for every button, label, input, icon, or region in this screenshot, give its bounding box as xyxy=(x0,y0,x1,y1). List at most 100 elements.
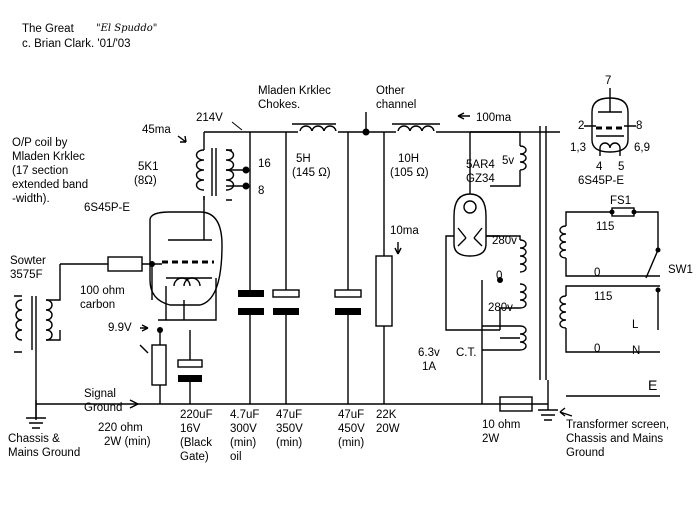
cap-47-350-plate2 xyxy=(273,308,299,315)
title-credit: c. Brian Clark. '01/'03 xyxy=(22,38,131,50)
v280b-label: 280v xyxy=(488,302,513,314)
chassis-ground-2: Mains Ground xyxy=(8,447,80,459)
signal-ground-1: Signal xyxy=(84,388,116,400)
heater-5v-wires xyxy=(470,131,521,187)
svg-text:20W: 20W xyxy=(376,423,400,435)
output-transformer xyxy=(195,132,250,201)
op-coil-note: O/P coil by Mladen Krklec (17 section ex… xyxy=(12,137,88,205)
pinout-tube xyxy=(584,88,636,156)
cathode-res-1: 220 ohm xyxy=(98,422,143,434)
cap-47-450-plate2 xyxy=(335,308,361,315)
cathode-v-label: 9.9V xyxy=(108,322,132,334)
zero-sec-label: 0 xyxy=(496,270,502,282)
cathode-resistor-arrow xyxy=(139,344,149,354)
ct-node xyxy=(497,277,503,283)
svg-text:(min): (min) xyxy=(338,437,364,449)
v280a-label: 280v xyxy=(492,235,517,247)
res-10-ohm xyxy=(499,396,533,412)
heater-6v3-winding xyxy=(519,325,527,351)
cathode-cap-plate2 xyxy=(178,375,202,382)
cathode-wire xyxy=(158,278,217,321)
svg-text:47uF: 47uF xyxy=(338,409,364,421)
svg-text:oil: oil xyxy=(230,451,242,463)
heater-leads xyxy=(165,286,185,320)
current-100-arrow xyxy=(457,112,470,120)
title-prefix: The Great xyxy=(22,23,75,35)
fuse-node-a xyxy=(609,209,615,215)
v5-label: 5v xyxy=(502,155,514,167)
tap115b: 115 xyxy=(594,291,612,303)
grid-res-2: carbon xyxy=(80,299,115,311)
svg-text:22K: 22K xyxy=(376,409,397,421)
cap-4u7-plate2 xyxy=(238,308,264,315)
cap-4u7-plate1 xyxy=(238,290,264,297)
pinout-tube-label: 6S45P-E xyxy=(578,175,624,187)
fs1-label: FS1 xyxy=(610,195,631,207)
tap0b: 0 xyxy=(594,343,600,355)
svg-text:450V: 450V xyxy=(338,423,365,435)
cathode-resistor xyxy=(151,344,167,386)
cap-labels: 220uF 16V (Black Gate) 4.7uF 300V (min) … xyxy=(180,409,400,463)
current-10-label: 10ma xyxy=(390,225,419,237)
trans-imp-2: (8Ω) xyxy=(134,175,157,187)
ct-label: C.T. xyxy=(456,347,476,359)
trans-imp-1: 5K1 xyxy=(138,161,158,173)
sec-280a xyxy=(519,239,527,273)
tap115a: 115 xyxy=(596,221,614,233)
svg-text:(Black: (Black xyxy=(180,437,212,449)
pin2-label: 2 xyxy=(578,120,584,132)
chokes-1: Mladen Krklec xyxy=(258,85,331,97)
heater-5v-winding xyxy=(519,145,527,171)
svg-text:350V: 350V xyxy=(276,423,303,435)
cap-47-350-plate1 xyxy=(272,289,300,298)
pin69-label: 6,9 xyxy=(634,142,650,154)
grid-resistor xyxy=(107,256,143,272)
cathode-v-arrow xyxy=(140,324,149,332)
cap-47-450-plate1 xyxy=(334,289,362,298)
svg-text:(min): (min) xyxy=(276,437,302,449)
current-45-label: 45ma xyxy=(142,124,171,136)
svg-text:4.7uF: 4.7uF xyxy=(230,409,259,421)
heater-1: 6.3v xyxy=(418,347,440,359)
sowter-1: Sowter xyxy=(10,255,46,267)
svg-text:47uF: 47uF xyxy=(276,409,302,421)
tube-left-label: 6S45P-E xyxy=(84,202,130,214)
signal-ground-arrow xyxy=(129,399,139,409)
svg-text:O/P coil by: O/P coil by xyxy=(12,137,68,149)
sw1-label: SW1 xyxy=(668,264,693,276)
N-label: N xyxy=(632,345,640,357)
svg-text:Mladen Krklec: Mladen Krklec xyxy=(12,151,85,163)
tap-16-label: 16 xyxy=(258,158,271,170)
chassis-ground-symbol xyxy=(26,400,46,429)
bleeder-resistor xyxy=(375,255,393,327)
switch-lever xyxy=(634,211,659,279)
screen-1: Transformer screen, xyxy=(566,419,669,431)
primary-wires xyxy=(565,211,660,353)
E-label: E xyxy=(648,377,657,393)
fuse xyxy=(611,207,635,217)
choke-5h-2: (145 Ω) xyxy=(292,167,331,179)
pin5-label: 5 xyxy=(618,161,624,173)
ohm10-1: 10 ohm xyxy=(482,419,520,431)
screen-3: Ground xyxy=(566,447,604,459)
ohm10-2: 2W xyxy=(482,433,499,445)
svg-text:220uF: 220uF xyxy=(180,409,213,421)
primary-b xyxy=(559,295,567,329)
power-transformer-core xyxy=(539,126,547,380)
L-label: L xyxy=(632,319,639,331)
choke-10h-2: (105 Ω) xyxy=(390,167,429,179)
svg-text:extended band: extended band xyxy=(12,179,88,191)
v214-arrow xyxy=(231,121,243,131)
choke-5h-1: 5H xyxy=(296,153,311,165)
sec-wires xyxy=(486,235,521,330)
heater-2: 1A xyxy=(422,361,436,373)
choke-10h xyxy=(392,123,440,134)
pin13-label: 1,3 xyxy=(570,142,586,154)
input-transformer xyxy=(14,264,61,420)
pin4-label: 4 xyxy=(596,161,603,173)
current-45-arrow xyxy=(177,135,187,143)
mains-ground-symbol xyxy=(538,380,558,421)
sec-280b xyxy=(519,283,527,309)
current-10-arrow xyxy=(394,242,402,255)
switch-node-a xyxy=(655,247,661,253)
